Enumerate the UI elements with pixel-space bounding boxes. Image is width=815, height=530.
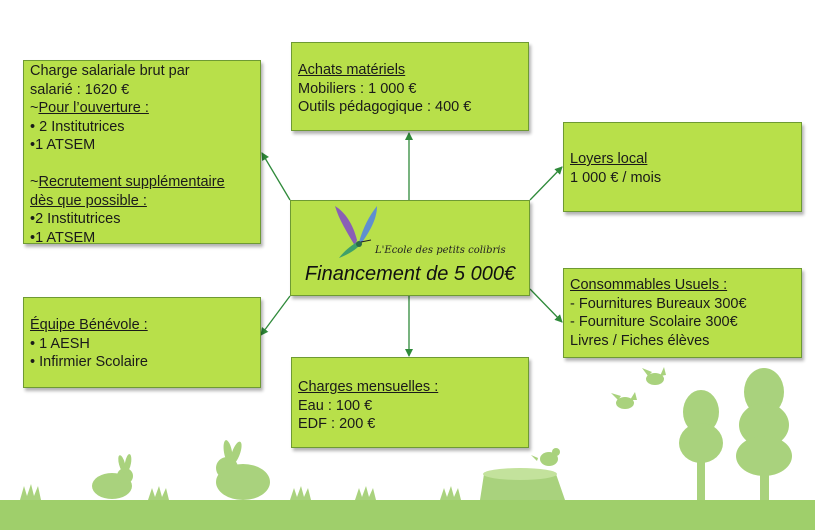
bird-silhouette — [611, 392, 637, 409]
benevoles-line: • Infirmier Scolaire — [30, 354, 148, 370]
charges-line: •2 Institutrices — [30, 211, 121, 227]
rabbit-silhouette — [92, 454, 133, 499]
charges-line: Charge salariale brut par — [30, 63, 190, 79]
achats-line: Mobiliers : 1 000 € — [298, 80, 417, 97]
arrow-to-consommables — [529, 288, 563, 323]
logo-text: L'Ecole des petits colibris — [375, 245, 506, 256]
mensuelles-title: Charges mensuelles : — [298, 379, 439, 395]
bird-silhouette — [642, 367, 666, 385]
grass-tuft — [355, 486, 376, 500]
consommables-line: Livres / Fiches élèves — [570, 332, 710, 349]
box-consommables: Consommables Usuels : - Fournitures Bure… — [563, 268, 802, 358]
box-center-financement: L'Ecole des petits colibris Financement … — [290, 200, 530, 296]
charges-line: salarié : 1620 € — [30, 81, 130, 98]
box-charges-mensuelles: Charges mensuelles : Eau : 100 € EDF : 2… — [291, 357, 529, 448]
center-title: Financement de 5 000€ — [304, 263, 516, 285]
box-charges-salariales: Charge salariale brut par salarié : 1620… — [23, 60, 261, 246]
charges-subtitle: ~Recrutement supplémentaire — [30, 174, 225, 190]
loyers-line: 1 000 € / mois — [570, 169, 662, 186]
grass-tuft — [440, 486, 461, 500]
tree-silhouette — [679, 390, 723, 500]
charges-line: • 2 Institutrices — [30, 118, 125, 135]
loyers-title: Loyers local — [570, 151, 648, 167]
consommables-line: - Fournitures Bureaux 300€ — [570, 295, 747, 312]
charges-subtitle: ~Pour l’ouverture : — [30, 100, 149, 116]
benevoles-line: • 1 AESH — [30, 335, 90, 352]
bird-silhouette — [531, 448, 560, 466]
ground — [0, 500, 815, 530]
box-achats: Achats matériels Mobiliers : 1 000 € Out… — [291, 42, 529, 131]
tree-stump-silhouette — [480, 468, 565, 500]
mensuelles-line: EDF : 200 € — [298, 416, 376, 432]
mensuelles-line: Eau : 100 € — [298, 397, 373, 414]
arrow-to-charges-salariales — [261, 152, 291, 201]
benevoles-title: Équipe Bénévole : — [30, 317, 148, 333]
achats-line: Outils pédagogique : 400 € — [298, 99, 472, 115]
charges-line: •1 ATSEM — [30, 137, 96, 153]
tree-silhouette — [736, 368, 792, 500]
consommables-line: - Fourniture Scolaire 300€ — [570, 314, 738, 330]
hummingbird-logo-icon — [335, 206, 377, 258]
arrow-to-loyers — [529, 166, 563, 201]
grass-tuft — [148, 486, 169, 500]
achats-title: Achats matériels — [298, 62, 406, 78]
box-loyers: Loyers local 1 000 € / mois — [563, 122, 802, 212]
grass-tuft — [20, 484, 41, 500]
rabbit-silhouette — [216, 440, 270, 500]
box-benevoles: Équipe Bénévole : • 1 AESH • Infirmier S… — [23, 297, 261, 388]
consommables-title: Consommables Usuels : — [570, 277, 728, 293]
grass-tuft — [290, 486, 311, 500]
charges-line: •1 ATSEM — [30, 229, 96, 246]
charges-subtitle: dès que possible : — [30, 192, 147, 209]
arrow-to-benevoles — [260, 295, 291, 336]
